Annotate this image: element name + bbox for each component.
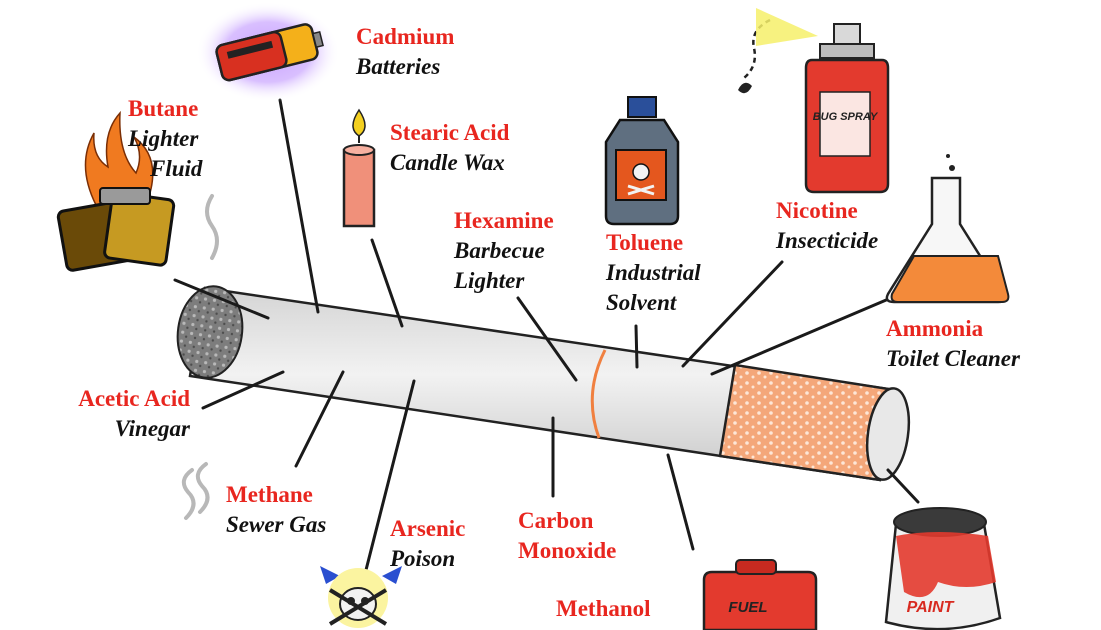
solvent-bottle-icon bbox=[604, 96, 680, 226]
chemical-name: Butane bbox=[128, 96, 199, 121]
flask-icon bbox=[885, 154, 1010, 304]
chemical-name: Nicotine bbox=[776, 198, 858, 223]
fuel-can-label: FUEL bbox=[728, 599, 767, 616]
chemical-name: Acetic Acid bbox=[78, 386, 190, 411]
chemical-name: Methanol bbox=[556, 596, 651, 621]
chemical-use: Toilet Cleaner bbox=[886, 346, 1020, 371]
chemical-use: Vinegar bbox=[114, 416, 190, 441]
candle-icon bbox=[342, 108, 376, 228]
chemical-use: Lighter bbox=[128, 126, 199, 151]
chemical-name: Toluene bbox=[606, 230, 684, 255]
chemical-name: Arsenic bbox=[390, 516, 466, 541]
chemical-use: Batteries bbox=[356, 54, 441, 79]
label-hexamine: Hexamine Barbecue Lighter bbox=[454, 206, 554, 296]
label-arsenic: Arsenic Poison bbox=[390, 514, 465, 574]
bug-spray-can-icon: BUG SPRAY bbox=[738, 8, 890, 194]
chemical-use: Poison bbox=[390, 546, 456, 571]
chemical-use-line-2: Fluid bbox=[150, 156, 203, 181]
lighter-icon bbox=[56, 110, 176, 272]
chemical-name: Methane bbox=[226, 482, 313, 507]
chemical-use-line-2: Solvent bbox=[606, 290, 677, 315]
chemical-use: Industrial bbox=[606, 260, 701, 285]
skull-crossbones-icon bbox=[320, 566, 402, 628]
chemical-name: Carbon bbox=[518, 508, 594, 533]
chemical-use: Insecticide bbox=[776, 228, 879, 253]
paint-can-label: PAINT bbox=[907, 599, 955, 616]
chemical-name: Cadmium bbox=[356, 24, 455, 49]
cigarette-icon bbox=[176, 285, 911, 482]
bug-spray-label: BUG SPRAY bbox=[813, 111, 879, 123]
label-butane: Butane Lighter Fluid bbox=[128, 94, 202, 184]
label-cadmium: Cadmium Batteries bbox=[356, 22, 454, 82]
chemical-name: Stearic Acid bbox=[390, 120, 510, 145]
pointer-lines bbox=[173, 98, 920, 572]
label-acetic-acid: Acetic Acid Vinegar bbox=[60, 384, 190, 444]
label-stearic-acid: Stearic Acid Candle Wax bbox=[390, 118, 509, 178]
chemical-use: Candle Wax bbox=[390, 150, 505, 175]
chemical-use-line-2: Lighter bbox=[454, 268, 525, 293]
fuel-can-icon: FUEL bbox=[702, 559, 818, 630]
label-nicotine: Nicotine Insecticide bbox=[776, 196, 878, 256]
paint-can-icon: PAINT bbox=[884, 507, 1002, 630]
label-methanol: Methanol bbox=[556, 594, 651, 624]
label-ammonia: Ammonia Toilet Cleaner bbox=[886, 314, 1020, 374]
label-carbon-monoxide: Carbon Monoxide bbox=[518, 506, 616, 566]
chemical-use: Barbecue bbox=[454, 238, 545, 263]
label-methane: Methane Sewer Gas bbox=[226, 480, 326, 540]
chemical-name: Ammonia bbox=[886, 316, 984, 341]
smoke-icon bbox=[181, 194, 219, 520]
chemical-name: Hexamine bbox=[454, 208, 554, 233]
battery-icon bbox=[196, 2, 340, 102]
chemical-use: Sewer Gas bbox=[226, 512, 327, 537]
label-toluene: Toluene Industrial Solvent bbox=[606, 228, 701, 318]
chemical-name-line-2: Monoxide bbox=[518, 538, 617, 563]
